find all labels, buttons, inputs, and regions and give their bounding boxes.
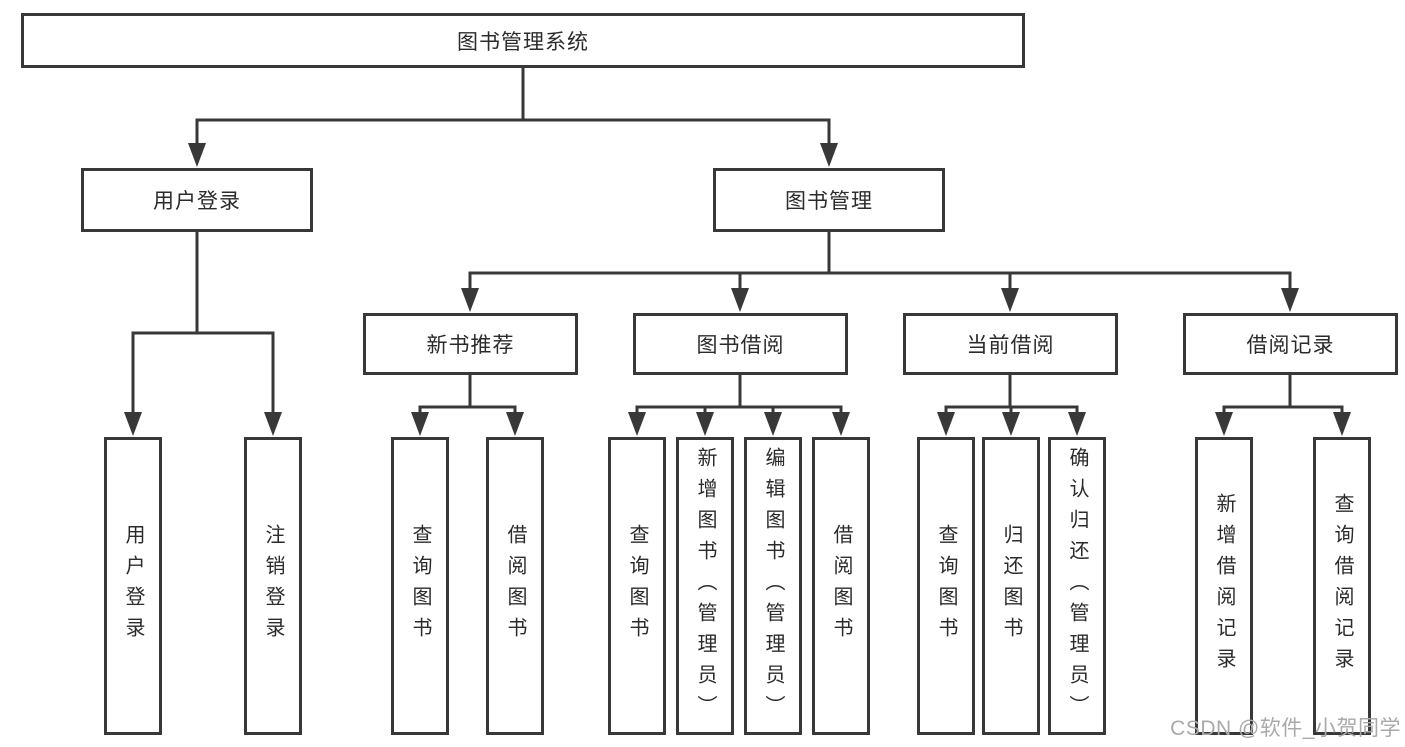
leaf-search-books: 查询图书 bbox=[917, 437, 975, 735]
node-library-management-system: 图书管理系统 bbox=[21, 13, 1025, 68]
node-new-book-recommendation: 新书推荐 bbox=[363, 313, 578, 375]
leaf-confirm-return-admin: 确认归还（管理员） bbox=[1048, 437, 1106, 735]
leaf-add-borrow-record: 新增借阅记录 bbox=[1195, 437, 1253, 735]
leaf-add-books-admin: 新增图书（管理员） bbox=[676, 437, 734, 735]
node-user-login: 用户登录 bbox=[81, 168, 313, 232]
node-book-borrowing: 图书借阅 bbox=[633, 313, 848, 375]
node-current-borrowing: 当前借阅 bbox=[903, 313, 1118, 375]
leaf-search-books: 查询图书 bbox=[391, 437, 449, 735]
leaf-search-borrow-record: 查询借阅记录 bbox=[1313, 437, 1371, 735]
csdn-watermark: CSDN @软件_小贺同学 bbox=[1170, 717, 1401, 740]
leaf-borrow-books: 借阅图书 bbox=[486, 437, 544, 735]
leaf-borrow-books: 借阅图书 bbox=[812, 437, 870, 735]
leaf-edit-books-admin: 编辑图书（管理员） bbox=[744, 437, 802, 735]
node-borrowing-records: 借阅记录 bbox=[1183, 313, 1398, 375]
leaf-user-login: 用户登录 bbox=[104, 437, 162, 735]
leaf-logout-login: 注销登录 bbox=[244, 437, 302, 735]
leaf-return-books: 归还图书 bbox=[982, 437, 1040, 735]
leaf-search-books: 查询图书 bbox=[608, 437, 666, 735]
node-book-management: 图书管理 bbox=[713, 168, 945, 232]
